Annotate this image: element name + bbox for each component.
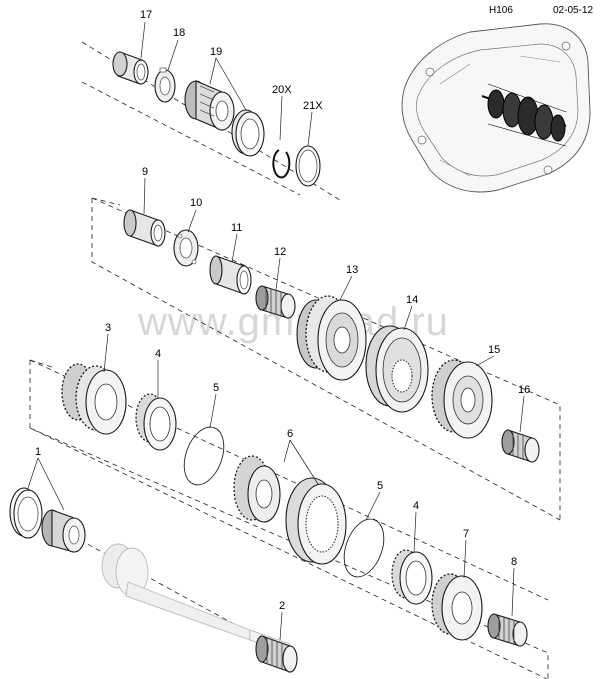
part-3-gear: [61, 363, 127, 435]
part-13-gear: [296, 295, 367, 381]
label-10: 10: [190, 197, 202, 209]
diagram-code: H106: [489, 5, 513, 16]
label-12: 12: [274, 246, 286, 258]
part-14-synchronizer: [365, 325, 429, 413]
label-6: 6: [287, 428, 293, 440]
part-19-bearing: [184, 80, 235, 131]
label-16: 16: [518, 384, 530, 396]
part-21x-shim: [295, 145, 321, 187]
label-4-upper: 4: [155, 348, 161, 360]
part-9-sleeve: [123, 209, 166, 247]
label-7: 7: [463, 528, 469, 540]
label-19: 19: [210, 46, 222, 58]
label-9: 9: [142, 166, 148, 178]
label-5-lower: 5: [377, 480, 383, 492]
leader-lines: [27, 21, 525, 641]
part-18-thrust-washer: [154, 67, 176, 103]
label-13: 13: [346, 264, 358, 276]
part-1-bearing: [9, 487, 86, 553]
part-15-gear: [431, 359, 493, 439]
label-8: 8: [511, 556, 517, 568]
label-17: 17: [140, 9, 152, 21]
part-8-needle-bearing: [487, 613, 528, 647]
label-15: 15: [488, 344, 500, 356]
part-2-needle-bearing: [255, 635, 298, 673]
part-17-sleeve: [112, 51, 149, 85]
label-11: 11: [231, 222, 242, 234]
part-20x-snap-ring: [272, 149, 291, 179]
part-7-gear: [431, 573, 483, 641]
part-number-labels: 17 18 19 20X 21X 9 10 11 12 13 14 3 4 15…: [35, 9, 530, 612]
label-1: 1: [35, 446, 41, 458]
part-19-outer-race: [231, 109, 265, 157]
diagram-date: 02-05-12: [553, 5, 593, 16]
part-4-synchro-ring-lower: [391, 549, 433, 605]
part-11-sleeve: [209, 255, 252, 295]
label-4-lower: 4: [413, 500, 419, 512]
part-5-spring-lower: [343, 518, 385, 578]
label-5-upper: 5: [213, 382, 219, 394]
part-4-synchro-ring-upper: [135, 393, 177, 451]
label-2: 2: [279, 600, 285, 612]
part-5-spring-upper: [183, 426, 225, 486]
part-6-hub-and-sleeve: [233, 455, 347, 565]
transmission-housing-inset: [401, 23, 591, 193]
label-21x: 21X: [303, 100, 323, 112]
label-20x: 20X: [272, 84, 292, 96]
part-12-needle-bearing: [255, 285, 296, 319]
part-10-thrust-washer: [173, 229, 199, 267]
label-14: 14: [406, 294, 418, 306]
label-3: 3: [105, 322, 111, 334]
part-16-needle-bearing: [501, 429, 540, 463]
label-18: 18: [173, 27, 185, 39]
